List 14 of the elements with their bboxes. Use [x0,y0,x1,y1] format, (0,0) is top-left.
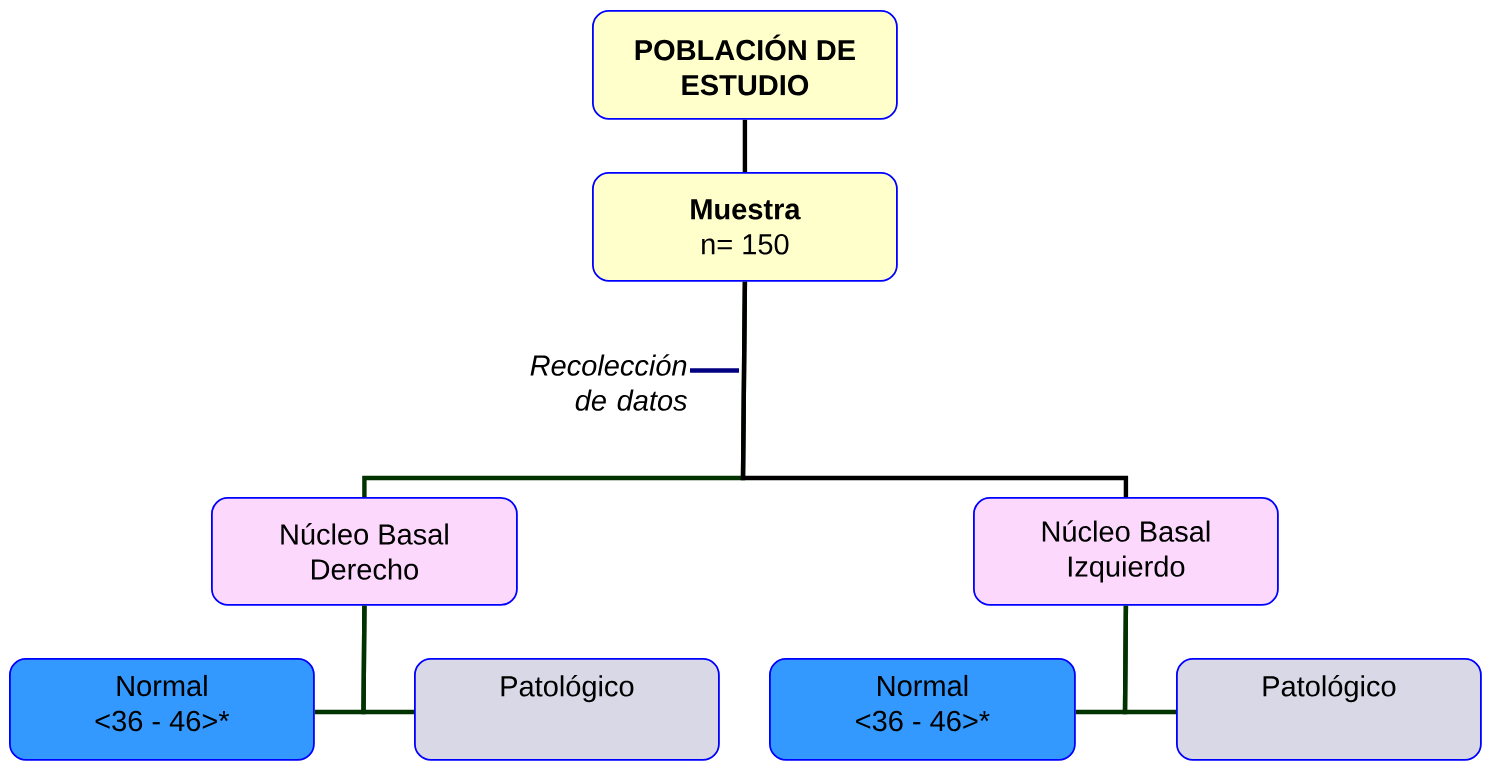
result-box: Patológico [414,658,720,761]
category-box: Núcleo Basal Izquierdo [973,497,1279,606]
connector-line [1122,605,1176,715]
title-box: POBLACIÓN DE ESTUDIO [592,10,898,120]
connector-line [361,605,414,715]
category-box: Núcleo Basal Derecho [211,497,518,606]
result-box: Normal <36 - 46>* [9,658,315,761]
connector-line [740,281,1129,497]
result-box: Normal <36 - 46>* [769,658,1076,761]
result-box: Patológico [1176,658,1482,761]
note-text: Recolección de datos [530,354,687,411]
leader-line [690,368,739,373]
connector-line [742,119,748,172]
sample-box: Muestra n= 150 [592,172,898,282]
